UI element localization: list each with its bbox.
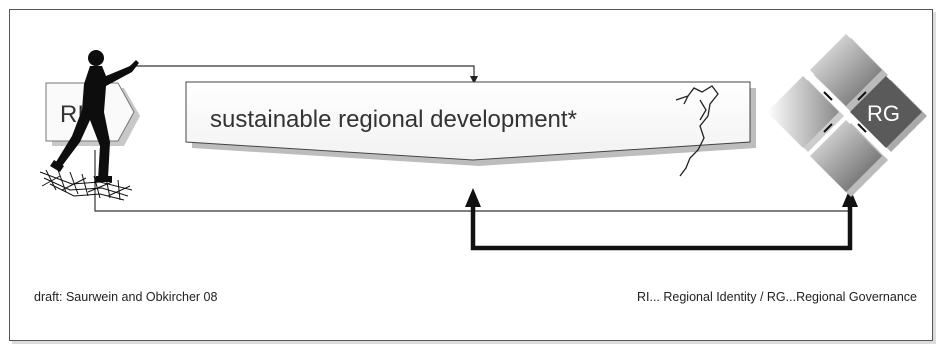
thick-feedback-line (470, 205, 853, 251)
diamond-rg (850, 76, 922, 148)
top-thin-arrowhead (470, 76, 478, 84)
diagram-frame (9, 9, 933, 341)
hiker-silhouette-icon (50, 50, 139, 182)
diamond-bottom (810, 120, 882, 192)
bottom-thin-line (94, 150, 848, 212)
legend-caption: RI... Regional Identity / RG...Regional … (636, 290, 917, 304)
thick-arrowhead-right (842, 188, 858, 207)
rg-diamond-cluster (767, 34, 927, 197)
development-label: sustainable regional development* (210, 106, 577, 133)
rock-hatching-icon (39, 169, 133, 201)
source-caption: draft: Saurwein and Obkircher 08 (34, 290, 218, 304)
top-thin-arrow (130, 65, 475, 80)
development-box (185, 81, 751, 161)
thick-arrowhead-left (465, 188, 481, 207)
rg-label: RG (867, 101, 900, 126)
diamond-top (810, 34, 882, 106)
diamond-left (767, 76, 839, 148)
crack-icon (675, 85, 719, 177)
